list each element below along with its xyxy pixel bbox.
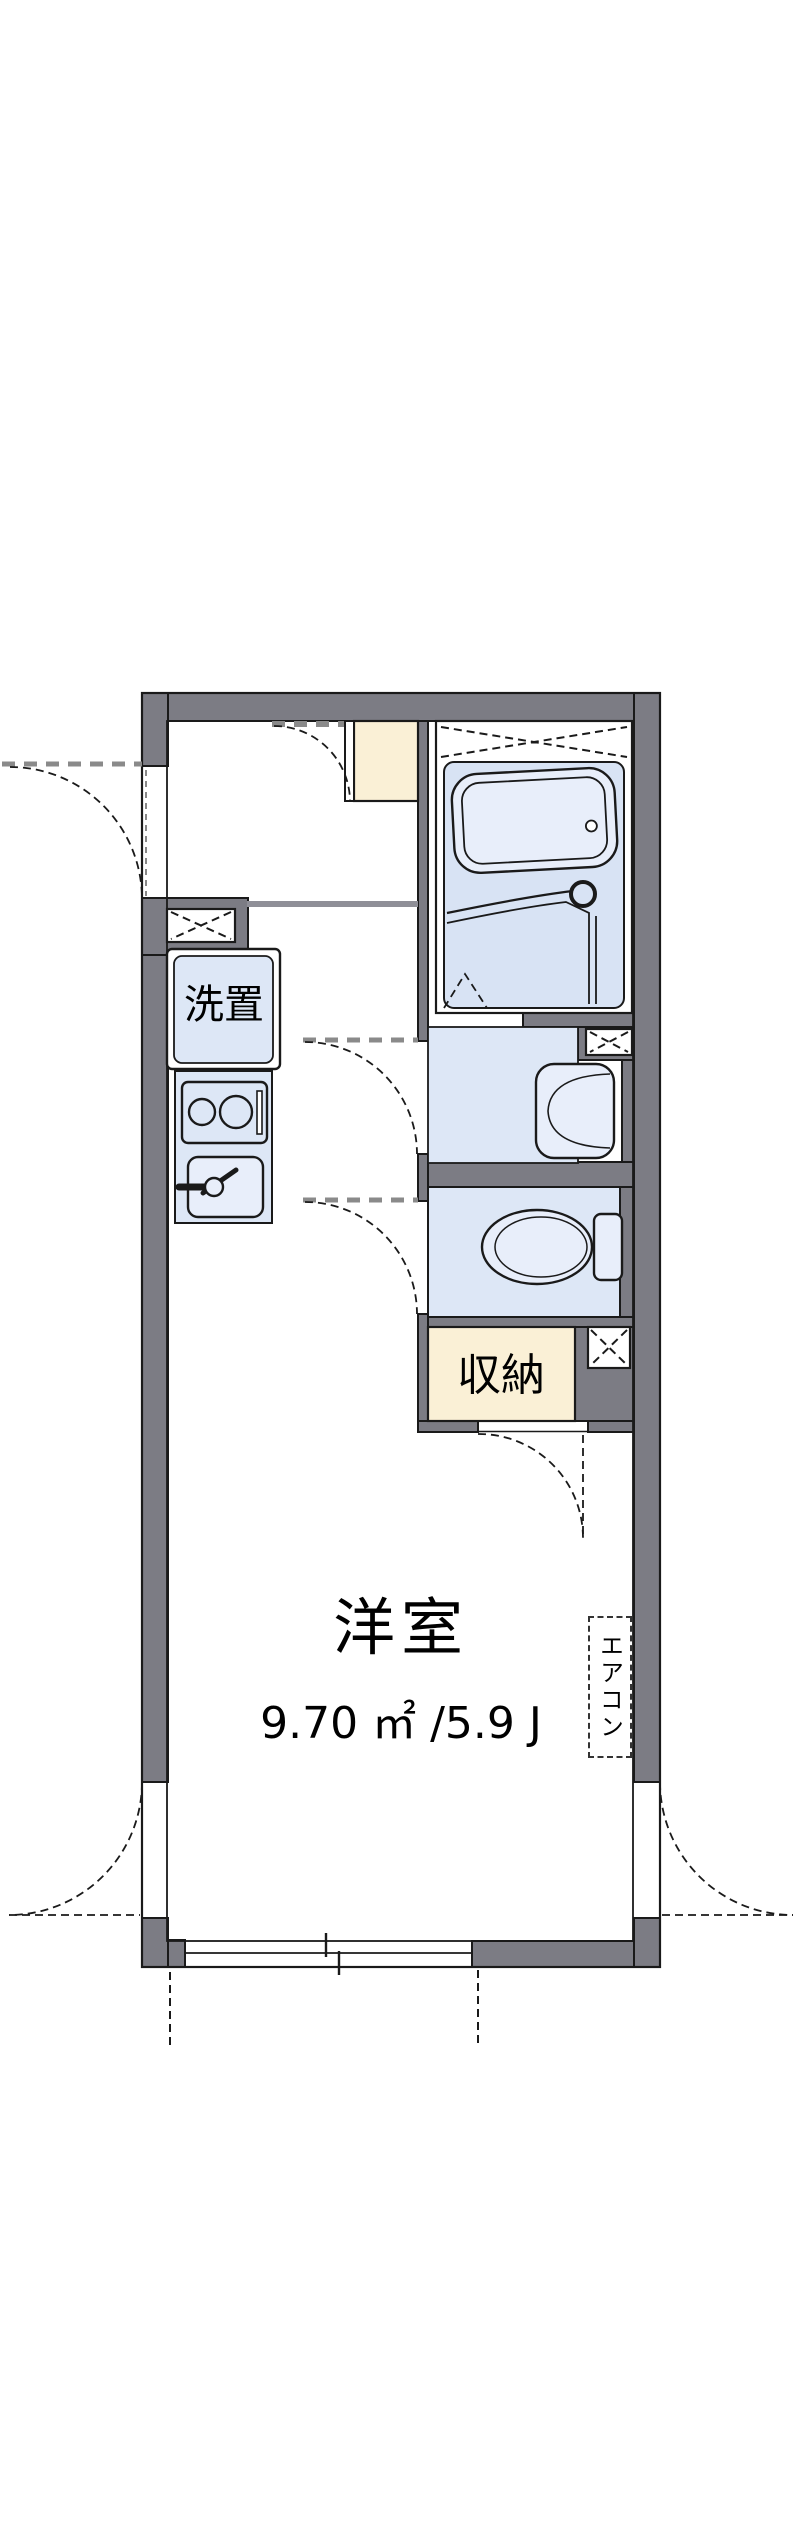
bathtub-drain xyxy=(584,819,598,833)
laundry-space: 洗置 xyxy=(165,947,282,1071)
vent-x-icon xyxy=(170,911,232,940)
left-window-swing-arc xyxy=(8,1781,143,1916)
stove-grill xyxy=(256,1090,263,1135)
wall-right xyxy=(633,692,661,1783)
bath-faucet xyxy=(569,880,597,908)
storage-label: 収納 xyxy=(457,1350,545,1401)
wall-bath-bottom xyxy=(522,1012,635,1028)
wall-internal-a xyxy=(417,720,429,1042)
wall-closet-bottom-left xyxy=(417,1420,479,1433)
wall-internal-b xyxy=(417,1153,429,1202)
bath-door-fold-mark xyxy=(443,972,488,1009)
toilet-tank xyxy=(592,1212,624,1282)
stove-burner-right xyxy=(218,1094,254,1130)
entrance-door-swing-arc xyxy=(9,766,143,900)
outer-boundary xyxy=(140,691,662,1969)
bathroom xyxy=(434,719,634,1015)
front-door-leaf xyxy=(344,720,355,802)
wall-left-upper xyxy=(141,692,169,767)
laundry-inner xyxy=(173,955,274,1064)
wall-internal-c xyxy=(417,1313,429,1433)
toilet-door-swing-arc xyxy=(304,1201,418,1315)
laundry-label: 洗置 xyxy=(184,982,264,1028)
room-area-label: 9.70 ㎡ /5.9 J xyxy=(260,1698,542,1749)
stove-burner-left xyxy=(187,1097,217,1127)
room-label: 洋室 xyxy=(333,1591,469,1664)
wall-top xyxy=(141,692,661,722)
wash-basin-bowl-line xyxy=(547,1073,611,1149)
wall-left-mid xyxy=(141,897,169,1783)
aircon-box: エアコン xyxy=(588,1616,632,1758)
vent-x-icon xyxy=(590,1329,628,1366)
toilet-bowl xyxy=(480,1208,594,1286)
wall-corner-foot xyxy=(167,1939,186,1968)
wall-left-corner xyxy=(141,1917,169,1968)
washroom-door-swing-arc xyxy=(304,1041,418,1155)
washroom xyxy=(427,1026,616,1164)
faucet-joint xyxy=(203,1176,225,1198)
closet-box xyxy=(426,1325,577,1423)
wall-bottom-solid xyxy=(471,1940,635,1968)
right-window-swing-arc xyxy=(659,1781,794,1916)
shoe-cabinet xyxy=(352,719,420,803)
wall-closet-bottom-right xyxy=(587,1420,635,1433)
bathtub-outer xyxy=(450,766,619,875)
bottom-window xyxy=(184,1933,472,1975)
vent-box-closet xyxy=(586,1325,632,1370)
kitchen xyxy=(174,1070,273,1224)
wall-right-corner xyxy=(633,1917,661,1968)
wall-washroom-bottom xyxy=(427,1161,635,1188)
room-door-swing-arc xyxy=(477,1433,584,1539)
toilet-room xyxy=(427,1186,624,1318)
vent-x-icon xyxy=(589,1031,629,1053)
front-door-swing-arc xyxy=(273,725,351,801)
wall-toilet-bottom xyxy=(427,1316,635,1328)
bathtub xyxy=(450,766,619,875)
bath-step-edge xyxy=(446,901,590,1004)
vent-box-entrance xyxy=(165,907,237,944)
bathtub-inner xyxy=(461,776,609,865)
aircon-label: エアコン xyxy=(595,1633,624,1741)
bath-folding-door-x xyxy=(440,726,628,758)
wash-basin xyxy=(534,1062,616,1160)
vent-box-washroom xyxy=(584,1027,634,1057)
entrance-step-line xyxy=(247,901,418,907)
toilet-bowl-inner xyxy=(494,1216,588,1278)
storage-closet: 収納 xyxy=(426,1325,577,1423)
